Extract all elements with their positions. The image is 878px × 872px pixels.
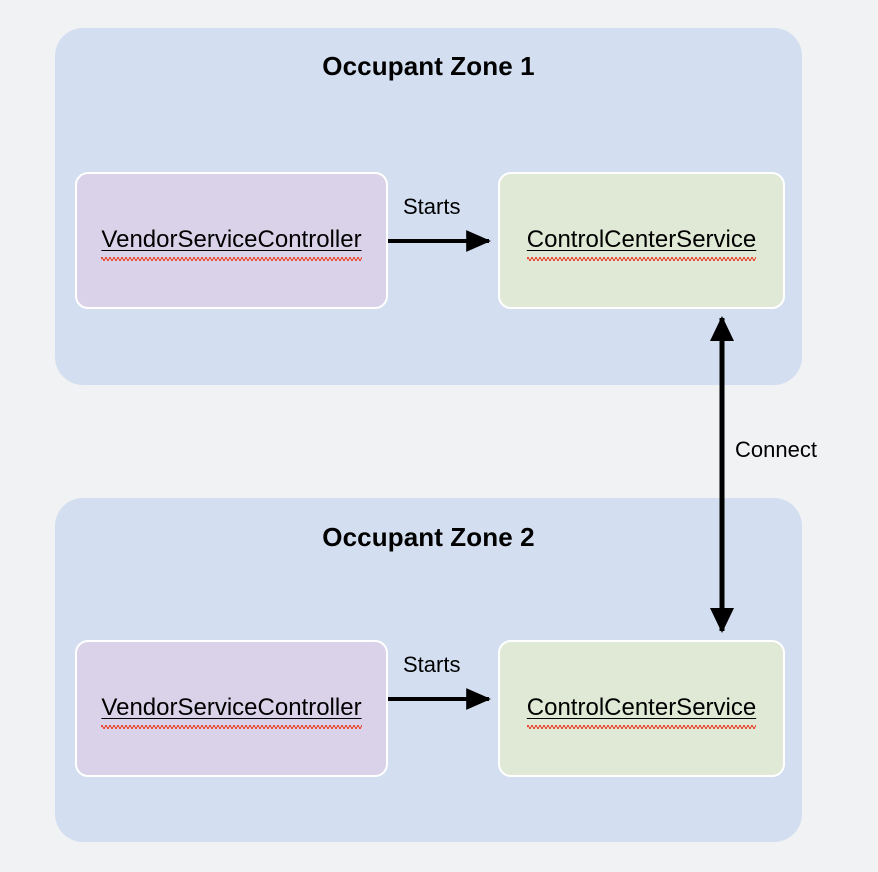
connect-edge-label: Connect: [735, 437, 817, 462]
zone-1-starts-edge-label: Starts: [403, 194, 461, 219]
zone-1-control-center-service-label: ControlCenterService: [526, 226, 757, 262]
zone-2-starts-edge-label: Starts: [403, 652, 461, 677]
occupant-zone-1-title: Occupant Zone 1: [322, 51, 535, 81]
zone-2-vendor-service-controller-label: VendorServiceController: [101, 694, 362, 730]
zone-2-control-center-service-node[interactable]: ControlCenterService: [498, 640, 785, 777]
zone-2-vendor-service-controller-node[interactable]: VendorServiceController: [75, 640, 388, 777]
zone-1-vendor-service-controller-label: VendorServiceController: [101, 226, 362, 262]
occupant-zone-2-title: Occupant Zone 2: [322, 522, 535, 552]
zone-1-control-center-service-node[interactable]: ControlCenterService: [498, 172, 785, 309]
zone-2-control-center-service-label: ControlCenterService: [526, 694, 757, 730]
zone-1-vendor-service-controller-node[interactable]: VendorServiceController: [75, 172, 388, 309]
